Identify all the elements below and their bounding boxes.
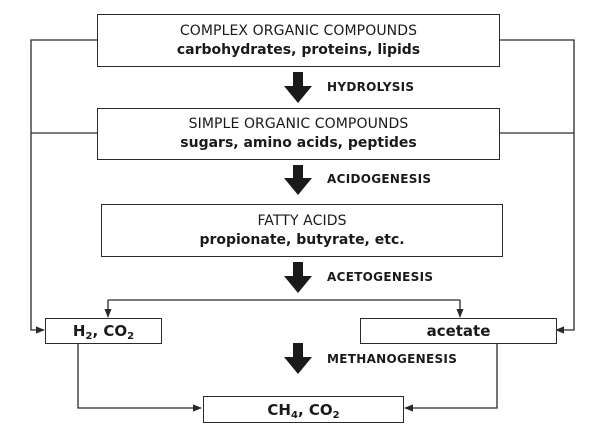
acidogenesis-label: ACIDOGENESIS — [327, 172, 432, 186]
acetate-box: acetate — [360, 318, 557, 344]
simple-organic-compounds-title: SIMPLE ORGANIC COMPOUNDS — [188, 116, 409, 132]
acetogenesis-label: ACETOGENESIS — [327, 270, 434, 284]
complex-organic-compounds-box: COMPLEX ORGANIC COMPOUNDS carbohydrates,… — [97, 14, 500, 67]
h2-co2-box: H2, CO2 — [45, 318, 162, 344]
fatty-acids-detail: propionate, butyrate, etc. — [199, 231, 405, 248]
acetogenesis-arrow — [284, 262, 312, 293]
fatty-acids-box: FATTY ACIDS propionate, butyrate, etc. — [101, 204, 503, 257]
ch4-co2-label: CH4, CO2 — [267, 400, 340, 421]
complex-organic-compounds-detail: carbohydrates, proteins, lipids — [176, 41, 421, 58]
methanogenesis-label: METHANOGENESIS — [327, 352, 458, 366]
acetate-to-methane-line — [404, 344, 498, 412]
acetate-label: acetate — [426, 322, 491, 340]
simple-organic-compounds-detail: sugars, amino acids, peptides — [180, 135, 417, 151]
ch4-co2-box: CH4, CO2 — [203, 396, 404, 423]
h2-co2-label: H2, CO2 — [72, 322, 135, 342]
right-bypass-line — [500, 39, 575, 334]
hydrolysis-arrow — [284, 72, 312, 103]
methanogenesis-arrow — [284, 343, 312, 374]
complex-organic-compounds-title: COMPLEX ORGANIC COMPOUNDS — [179, 22, 418, 39]
hydrolysis-label: HYDROLYSIS — [327, 80, 415, 94]
h2-to-methane-line — [77, 344, 202, 412]
fatty-acids-title: FATTY ACIDS — [257, 212, 347, 229]
acidogenesis-arrow — [284, 165, 312, 195]
left-bypass-line — [30, 39, 97, 334]
simple-organic-compounds-box: SIMPLE ORGANIC COMPOUNDS sugars, amino a… — [97, 108, 500, 160]
